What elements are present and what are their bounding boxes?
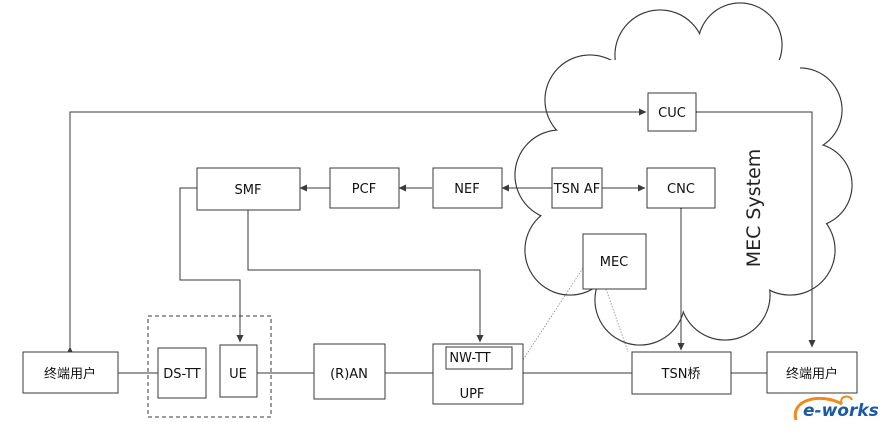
node-nef: NEF (432, 167, 503, 209)
upf-label: UPF (460, 387, 485, 402)
ran-label: (R)AN (330, 367, 368, 382)
cuc-label: CUC (658, 106, 686, 121)
pcf-label: PCF (352, 182, 376, 197)
node-ue: UE (219, 344, 258, 398)
node-end-user-left: 终端用户 (22, 351, 119, 394)
cnc-label: CNC (667, 182, 695, 197)
tsn-af-label: TSN AF (553, 182, 600, 197)
node-pcf: PCF (329, 167, 400, 209)
node-cuc: CUC (647, 92, 697, 132)
mec-system-label: MEC System (743, 149, 765, 268)
node-mec: MEC (582, 233, 647, 290)
node-tsn-bridge: TSN桥 (631, 351, 732, 395)
ue-label: UE (229, 367, 247, 382)
end-user-left-label: 终端用户 (44, 366, 96, 382)
ds-tt-label: DS-TT (163, 367, 200, 382)
node-end-user-right: 终端用户 (766, 351, 858, 394)
node-tsn-af: TSN AF (551, 167, 603, 209)
mec-label: MEC (600, 255, 629, 270)
tsn-bridge-label: TSN桥 (661, 367, 701, 382)
node-ran: (R)AN (313, 343, 386, 400)
node-smf: SMF (196, 167, 301, 211)
nw-tt-label: NW-TT (449, 351, 490, 366)
node-nw-tt: NW-TT (445, 346, 513, 370)
smf-label: SMF (235, 183, 262, 198)
nef-label: NEF (454, 182, 479, 197)
e-works-logo-text: e-works (803, 401, 879, 421)
node-cnc: CNC (646, 167, 716, 209)
node-ds-tt: DS-TT (157, 347, 207, 399)
connectors (66, 108, 816, 396)
end-user-right-label: 终端用户 (786, 366, 838, 382)
e-works-logo: e-works (793, 395, 879, 421)
